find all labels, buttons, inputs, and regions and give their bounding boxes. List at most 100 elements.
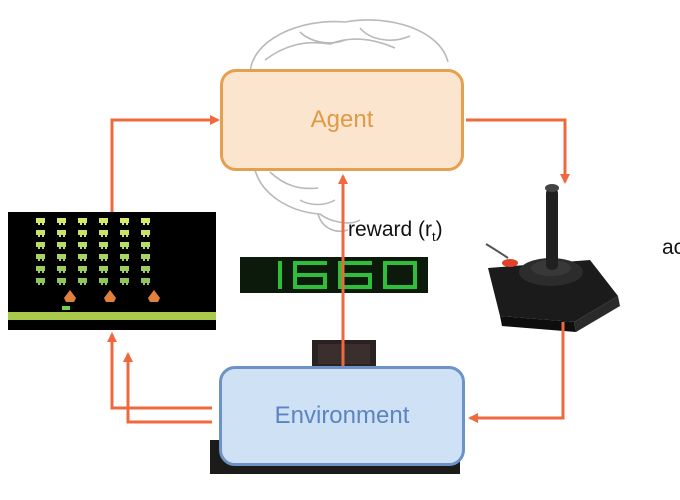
- score-digit-segment: [293, 285, 327, 289]
- invader-leg: [84, 283, 86, 285]
- invader-leg: [105, 235, 107, 237]
- invader: [36, 218, 45, 223]
- score-digit-segment: [293, 261, 297, 275]
- invader-leg: [59, 283, 61, 285]
- invader-leg: [122, 235, 124, 237]
- invader-leg: [80, 283, 82, 285]
- score-digit-segment: [338, 285, 372, 289]
- observation-arrow: [110, 115, 220, 212]
- invader-leg: [143, 223, 145, 225]
- invader-leg: [80, 259, 82, 261]
- invader-leg: [126, 247, 128, 249]
- bunker: [64, 290, 76, 302]
- invader: [120, 242, 129, 247]
- invader: [57, 218, 66, 223]
- invader-leg: [126, 223, 128, 225]
- invader-leg: [59, 247, 61, 249]
- invader: [120, 230, 129, 235]
- action-arrow: [466, 118, 570, 184]
- space-invaders-screen: [8, 212, 216, 330]
- invader-leg: [63, 247, 65, 249]
- invader: [120, 278, 129, 283]
- invader: [36, 230, 45, 235]
- invader-leg: [42, 283, 44, 285]
- invader-leg: [101, 235, 103, 237]
- invader-leg: [101, 223, 103, 225]
- invader-leg: [38, 223, 40, 225]
- invader-leg: [63, 259, 65, 261]
- score-digit-segment: [293, 261, 327, 265]
- score-digit-segment: [413, 275, 417, 289]
- invader-leg: [80, 235, 82, 237]
- invader-leg: [147, 271, 149, 273]
- invader-leg: [38, 259, 40, 261]
- invader-leg: [143, 235, 145, 237]
- state-arrow-inner: [123, 352, 212, 424]
- invader-leg: [101, 259, 103, 261]
- reward-subscript: t: [432, 229, 436, 245]
- score-digit-segment: [278, 261, 282, 275]
- invader: [120, 254, 129, 259]
- score-digit-segment: [383, 261, 387, 275]
- invader-leg: [105, 283, 107, 285]
- invader: [78, 242, 87, 247]
- invader: [120, 266, 129, 271]
- invader: [57, 266, 66, 271]
- invader-leg: [59, 259, 61, 261]
- invader-leg: [42, 259, 44, 261]
- invader-leg: [126, 259, 128, 261]
- invader: [57, 242, 66, 247]
- invader: [99, 218, 108, 223]
- invader-leg: [80, 271, 82, 273]
- invader-leg: [101, 271, 103, 273]
- invader-leg: [59, 223, 61, 225]
- invader-leg: [126, 283, 128, 285]
- invader: [36, 278, 45, 283]
- invader: [99, 254, 108, 259]
- invader-leg: [122, 259, 124, 261]
- invader-leg: [80, 223, 82, 225]
- invader-leg: [101, 283, 103, 285]
- invader-leg: [63, 283, 65, 285]
- score-digit-segment: [293, 275, 297, 289]
- invader: [36, 266, 45, 271]
- invader: [120, 218, 129, 223]
- invader: [141, 230, 150, 235]
- invader-leg: [126, 271, 128, 273]
- invader-leg: [122, 271, 124, 273]
- score-digit-segment: [413, 261, 417, 275]
- invader-leg: [147, 235, 149, 237]
- invader: [78, 218, 87, 223]
- invader-leg: [101, 247, 103, 249]
- agent-node: Agent: [220, 69, 464, 171]
- invader-leg: [143, 259, 145, 261]
- bunker: [148, 290, 160, 302]
- environment-node: Environment: [219, 366, 465, 466]
- score-display: [240, 257, 428, 293]
- score-digit-segment: [338, 261, 342, 275]
- agent-label: Agent: [310, 106, 374, 133]
- invader-leg: [38, 235, 40, 237]
- reward-label-text: reward (r: [348, 218, 433, 241]
- reward-label-close: ): [435, 218, 443, 241]
- invader-leg: [84, 223, 86, 225]
- invader: [78, 266, 87, 271]
- invader-leg: [105, 259, 107, 261]
- score-digit-segment: [323, 275, 327, 289]
- environment-label: Environment: [274, 402, 410, 429]
- invader-leg: [84, 259, 86, 261]
- state-arrow-outer: [107, 332, 212, 410]
- invader: [99, 242, 108, 247]
- invader: [78, 278, 87, 283]
- invader: [57, 278, 66, 283]
- invader-leg: [38, 247, 40, 249]
- invader: [141, 278, 150, 283]
- invader-leg: [105, 247, 107, 249]
- action-to-environment-arrow: [468, 322, 565, 423]
- joystick-image: [485, 184, 620, 332]
- ground: [8, 312, 216, 320]
- invader-leg: [143, 283, 145, 285]
- invader: [78, 230, 87, 235]
- invader-leg: [122, 247, 124, 249]
